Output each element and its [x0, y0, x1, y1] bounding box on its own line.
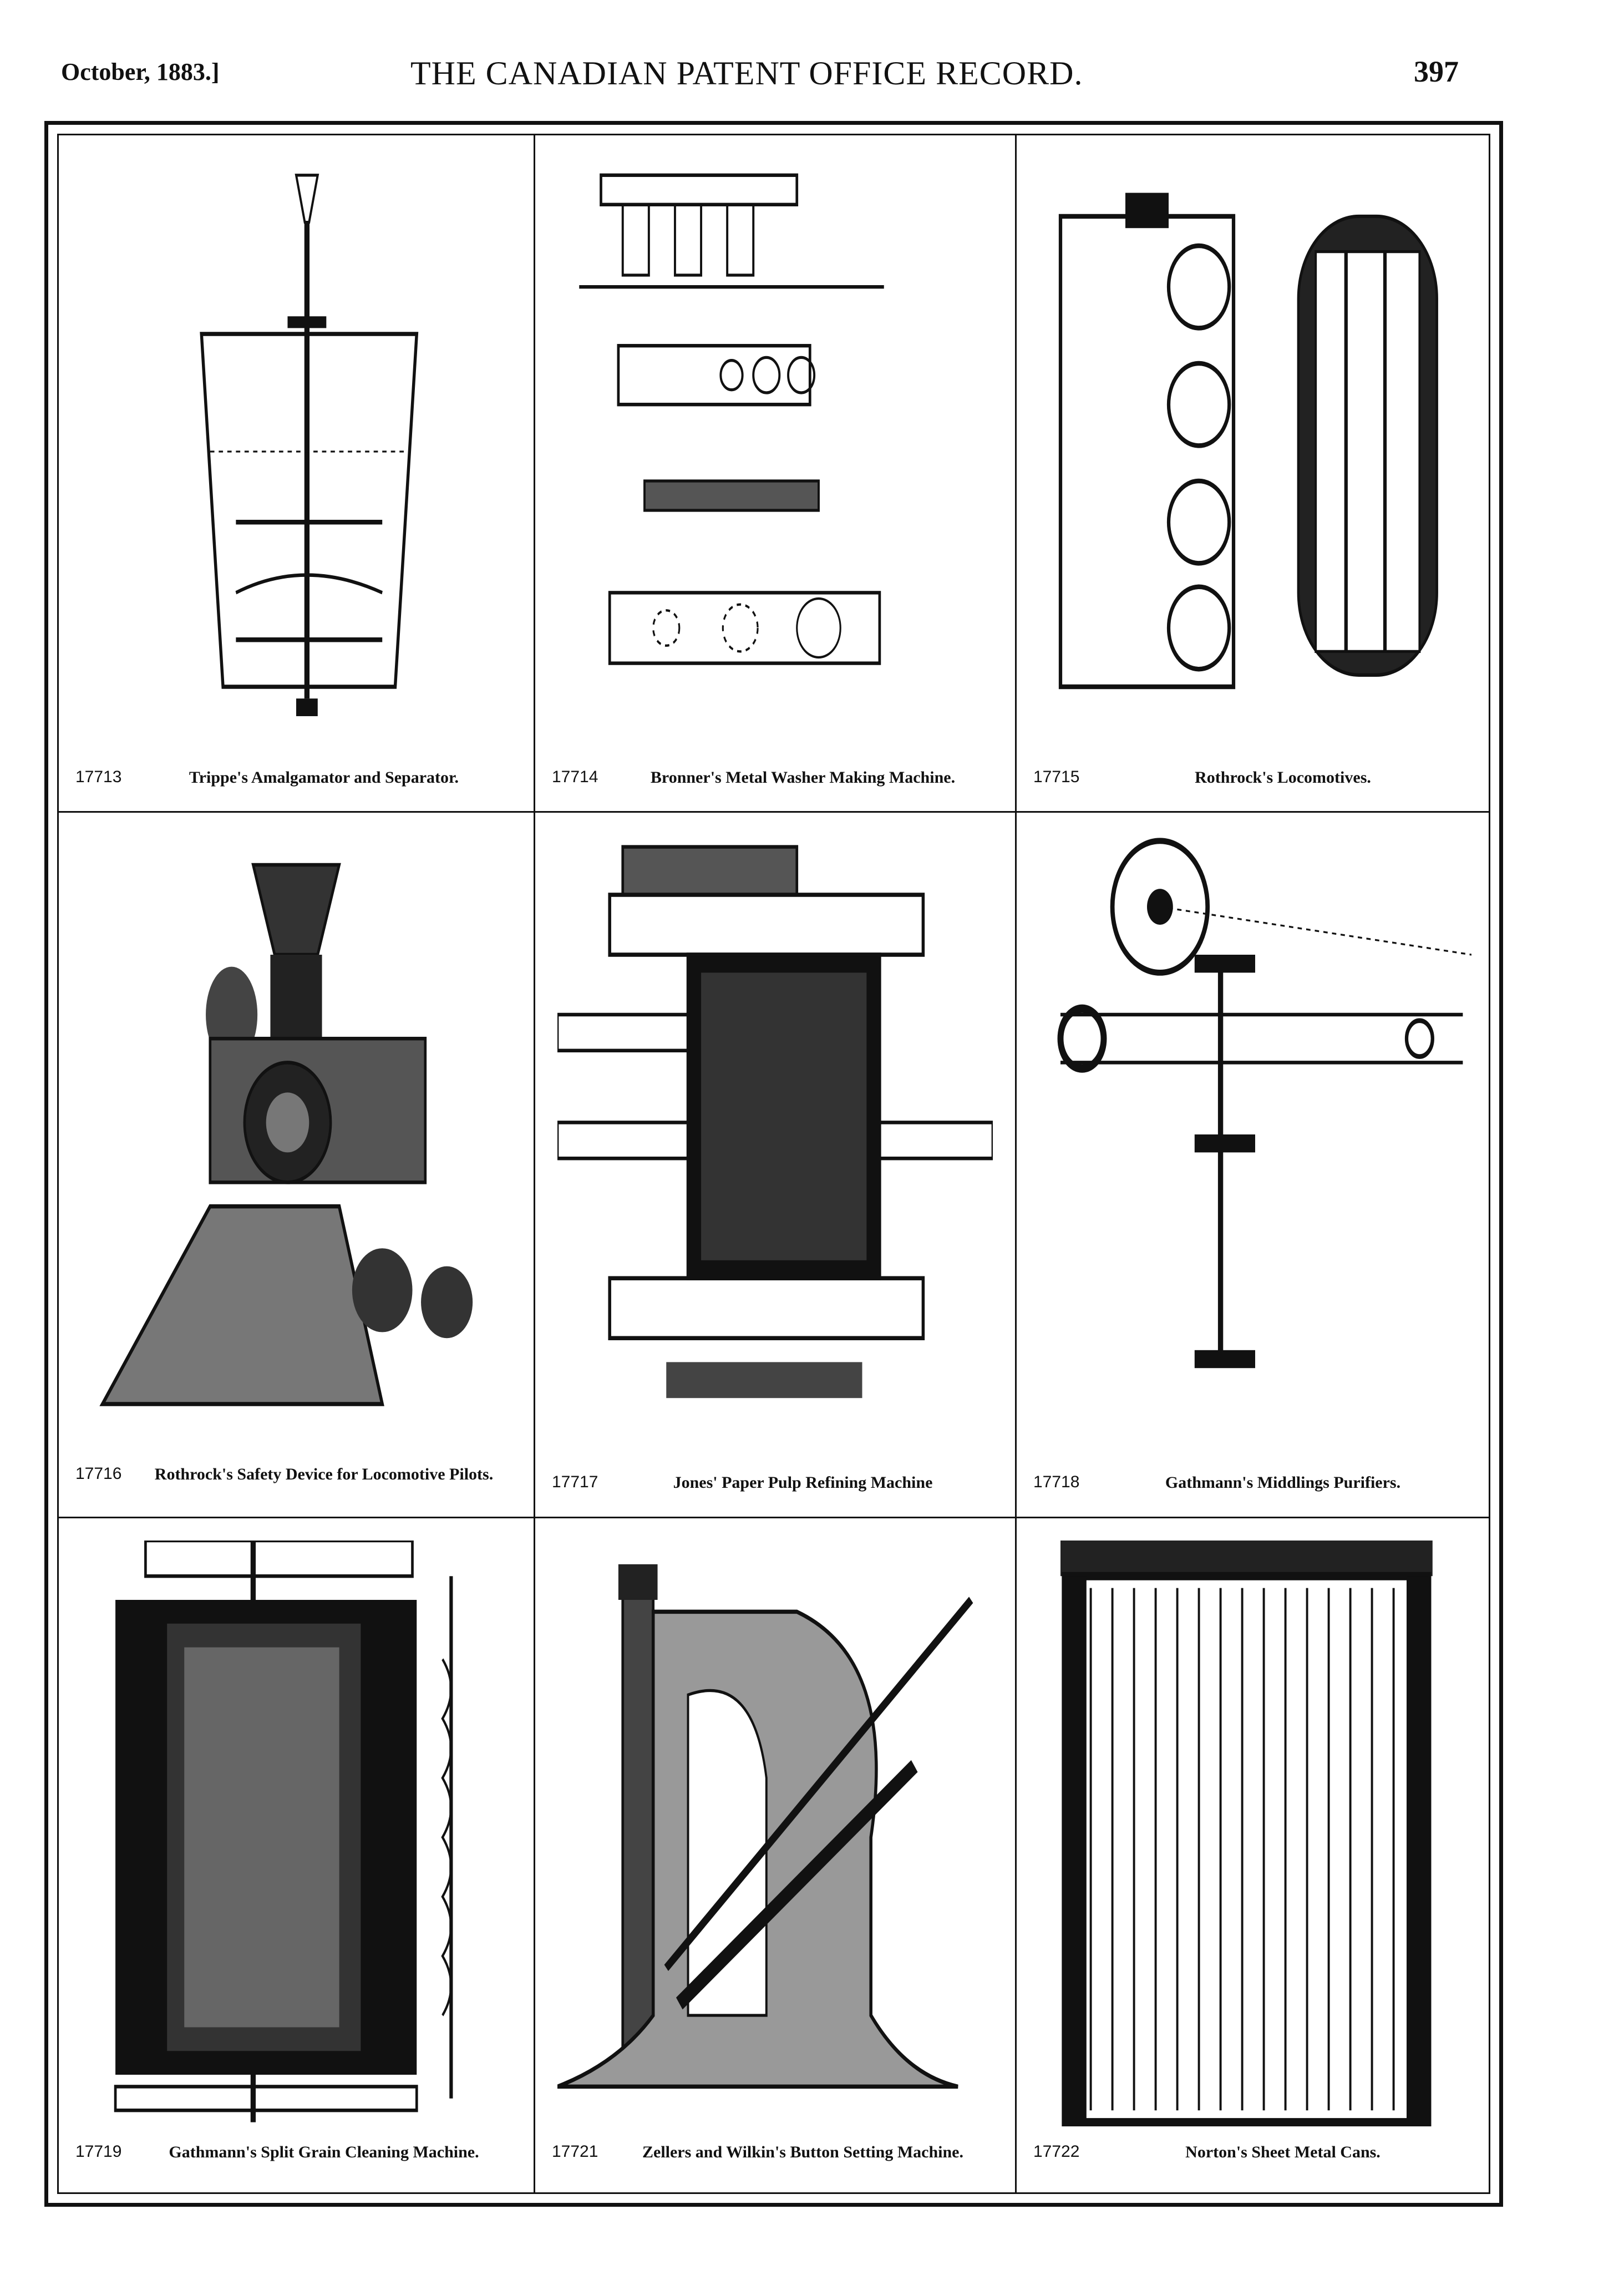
- purifier-drawing: [1039, 835, 1471, 1434]
- figure-cell-17715: 17715 Rothrock's Locomotives.: [1017, 135, 1494, 811]
- grid-divider: [534, 135, 535, 2192]
- figure-caption: 17719 Gathmann's Split Grain Cleaning Ma…: [70, 2142, 522, 2162]
- page-number: 397: [1414, 55, 1459, 88]
- figure-caption: 17713 Trippe's Amalgamator and Separator…: [70, 768, 522, 788]
- caption-title: Rothrock's Locomotives.: [1195, 768, 1371, 787]
- publication-title: THE CANADIAN PATENT OFFICE RECORD.: [410, 55, 1083, 92]
- patent-number: 17719: [75, 2142, 122, 2161]
- patent-number: 17717: [552, 1473, 598, 1491]
- issue-date: October, 1883.]: [61, 58, 220, 85]
- locomotive-drawing: [1039, 158, 1471, 746]
- figure-caption: 17722 Norton's Sheet Metal Cans.: [1028, 2142, 1483, 2162]
- grid-divider: [59, 1517, 1489, 1518]
- amalgamator-drawing: [81, 158, 511, 746]
- patent-number: 17713: [75, 768, 122, 786]
- patent-number: 17716: [75, 1465, 122, 1483]
- patent-number: 17714: [552, 768, 598, 786]
- grain-cleaner-drawing: [81, 1541, 511, 2134]
- figure-caption: 17721 Zellers and Wilkin's Button Settin…: [546, 2142, 1004, 2162]
- figure-caption: 17715 Rothrock's Locomotives.: [1028, 768, 1483, 788]
- caption-title: Gathmann's Split Grain Cleaning Machine.: [169, 2143, 479, 2161]
- figure-cell-17721: 17721 Zellers and Wilkin's Button Settin…: [535, 1518, 1015, 2195]
- figure-cell-17716: 17716 Rothrock's Safety Device for Locom…: [59, 813, 534, 1517]
- caption-title: Rothrock's Safety Device for Locomotive …: [154, 1465, 494, 1483]
- figure-caption: 17716 Rothrock's Safety Device for Locom…: [70, 1465, 522, 1484]
- figure-caption: 17717 Jones' Paper Pulp Refining Machine: [546, 1473, 1004, 1493]
- washer-machine-drawing: [557, 158, 993, 746]
- patent-number: 17722: [1033, 2142, 1080, 2161]
- figure-frame: 17713 Trippe's Amalgamator and Separator…: [44, 121, 1503, 2207]
- figure-cell-17718: 17718 Gathmann's Middlings Purifiers.: [1017, 813, 1494, 1517]
- button-setter-drawing: [557, 1541, 993, 2134]
- caption-title: Zellers and Wilkin's Button Setting Mach…: [642, 2143, 963, 2161]
- metal-can-drawing: [1039, 1541, 1471, 2134]
- patent-number: 17715: [1033, 768, 1080, 786]
- caption-title: Trippe's Amalgamator and Separator.: [189, 768, 459, 787]
- figure-cell-17719: 17719 Gathmann's Split Grain Cleaning Ma…: [59, 1518, 534, 2195]
- grid-divider: [59, 811, 1489, 813]
- safety-device-drawing: [81, 835, 511, 1434]
- figure-grid: 17713 Trippe's Amalgamator and Separator…: [57, 134, 1490, 2194]
- patent-number: 17718: [1033, 1473, 1080, 1491]
- figure-caption: 17714 Bronner's Metal Washer Making Mach…: [546, 768, 1004, 788]
- figure-cell-17713: 17713 Trippe's Amalgamator and Separator…: [59, 135, 534, 811]
- figure-caption: 17718 Gathmann's Middlings Purifiers.: [1028, 1473, 1483, 1493]
- page-header: October, 1883.] THE CANADIAN PATENT OFFI…: [44, 54, 1464, 104]
- figure-cell-17717: 17717 Jones' Paper Pulp Refining Machine: [535, 813, 1015, 1517]
- caption-title: Norton's Sheet Metal Cans.: [1185, 2143, 1381, 2161]
- caption-title: Gathmann's Middlings Purifiers.: [1165, 1473, 1401, 1492]
- caption-title: Bronner's Metal Washer Making Machine.: [650, 768, 956, 787]
- patent-number: 17721: [552, 2142, 598, 2161]
- caption-title: Jones' Paper Pulp Refining Machine: [673, 1473, 933, 1492]
- pulp-machine-drawing: [557, 835, 993, 1434]
- grid-divider: [1015, 135, 1017, 2192]
- figure-cell-17722: 17722 Norton's Sheet Metal Cans.: [1017, 1518, 1494, 2195]
- figure-cell-17714: 17714 Bronner's Metal Washer Making Mach…: [535, 135, 1015, 811]
